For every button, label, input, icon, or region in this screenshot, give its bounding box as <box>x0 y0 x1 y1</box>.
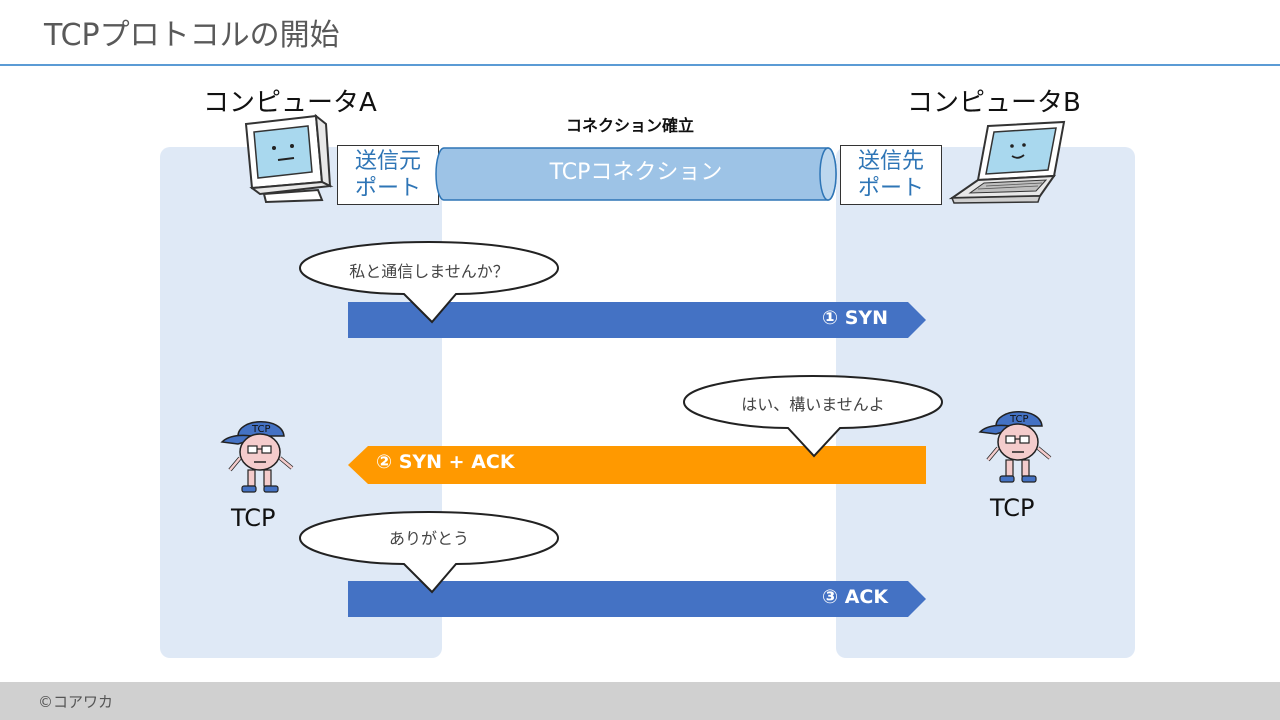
mascot-a-cap-text: TCP <box>251 424 271 435</box>
computer-a-label: コンピュータA <box>203 88 377 118</box>
speech-bubble-2 <box>682 374 944 458</box>
ack-label: ③ ACK <box>822 586 889 608</box>
destination-port-line1: 送信先 <box>857 149 924 174</box>
destination-port-line2: ポート <box>857 176 924 201</box>
computer-b-label: コンピュータB <box>907 88 1081 118</box>
source-port-line1: 送信元 <box>354 149 421 174</box>
syn-ack-label: ② SYN + ACK <box>376 451 515 473</box>
ack-arrow <box>348 581 926 617</box>
mascot-b-cap-text: TCP <box>1009 414 1029 425</box>
tcp-mascot-a-label: TCP <box>231 504 276 532</box>
speech-text-1: 私と通信しませんか？ <box>349 262 509 281</box>
laptop-computer-icon <box>948 120 1066 204</box>
source-port-line2: ポート <box>354 176 421 201</box>
connection-heading: コネクション確立 <box>566 116 695 135</box>
computer-a-panel <box>160 147 442 658</box>
title-bar: TCPプロトコルの開始 <box>0 0 1280 66</box>
speech-text-3: ありがとう <box>388 529 469 548</box>
tcp-mascot-b-label: TCP <box>990 494 1035 522</box>
footer-bar: ©コアワカ <box>0 682 1280 720</box>
source-port-box: 送信元 ポート <box>337 145 439 205</box>
speech-bubble-1 <box>298 240 560 324</box>
speech-text-2: はい、構いませんよ <box>741 395 885 414</box>
speech-bubble-3 <box>298 510 560 594</box>
tcp-mascot-b-icon: TCP <box>978 411 1052 483</box>
syn-ack-arrow <box>348 446 926 484</box>
syn-arrow <box>348 302 926 338</box>
destination-port-box: 送信先 ポート <box>840 145 942 205</box>
tcp-mascot-a-icon: TCP <box>220 421 294 493</box>
desktop-computer-icon <box>244 113 334 204</box>
slide-title: TCPプロトコルの開始 <box>44 18 340 53</box>
syn-label: ① SYN <box>822 307 889 329</box>
tcp-connection-pipe <box>435 147 837 201</box>
tcp-connection-label: TCPコネクション <box>549 160 723 185</box>
copyright-text: ©コアワカ <box>38 693 114 711</box>
